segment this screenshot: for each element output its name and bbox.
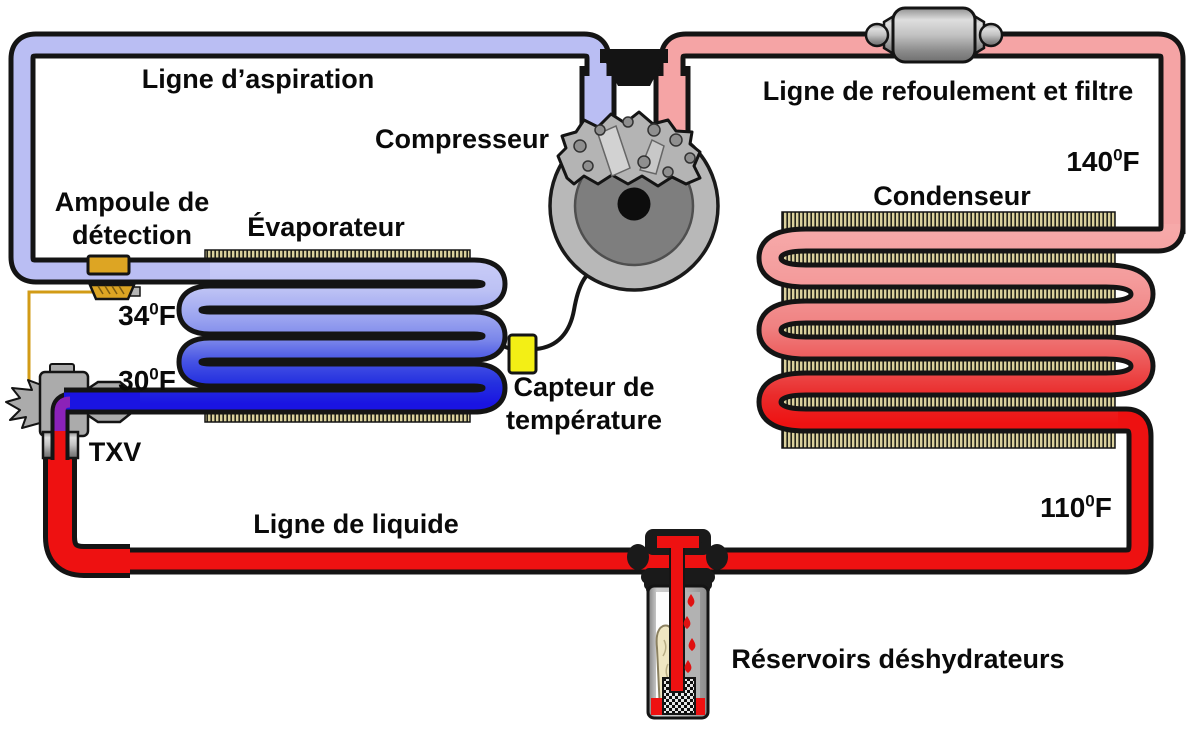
pickup-tube — [669, 539, 685, 693]
refrigerant-droplets — [683, 594, 696, 673]
condenser-coil — [756, 224, 1186, 434]
label-sensing-bulb-line1: Ampoule de — [54, 187, 210, 217]
label-evaporator: Évaporateur — [247, 212, 405, 242]
temp-liquid: 1100F — [1040, 491, 1112, 523]
label-discharge-line: Ligne de refoulement et filtre — [762, 76, 1134, 106]
temp-discharge: 1400F — [1066, 145, 1140, 177]
inline-filter — [864, 6, 1004, 64]
label-liquid-line: Ligne de liquide — [253, 509, 459, 539]
evaporator-coil — [100, 257, 508, 415]
label-temp-sensor: Capteur de température — [506, 371, 662, 437]
liquid-line-pipe — [43, 406, 1154, 578]
txv-valve — [5, 363, 140, 462]
label-receiver-drier: Réservoirs déshydrateurs — [731, 644, 1065, 674]
temperature-sensor — [507, 333, 538, 375]
temp-evap-upper: 340F — [118, 299, 176, 331]
label-temp-sensor-line1: Capteur de — [513, 372, 655, 402]
label-txv: TXV — [88, 437, 142, 467]
receiver-drier — [627, 529, 728, 720]
compressor — [548, 49, 720, 292]
temp-evap-lower: 300F — [118, 364, 176, 396]
label-condenser: Condenseur — [873, 181, 1031, 211]
label-sensing-bulb-line2: détection — [71, 220, 193, 250]
label-sensing-bulb: Ampoule de détection — [55, 186, 210, 252]
sensing-bulb — [86, 254, 141, 301]
label-temp-sensor-line2: température — [505, 405, 663, 435]
label-compressor: Compresseur — [374, 124, 550, 154]
bulb-body — [86, 254, 131, 276]
compressor-top-fitting — [600, 49, 668, 63]
label-suction-line: Ligne d’aspiration — [141, 64, 375, 94]
bulb-clamp — [88, 283, 136, 301]
capillary-tube — [27, 290, 94, 380]
